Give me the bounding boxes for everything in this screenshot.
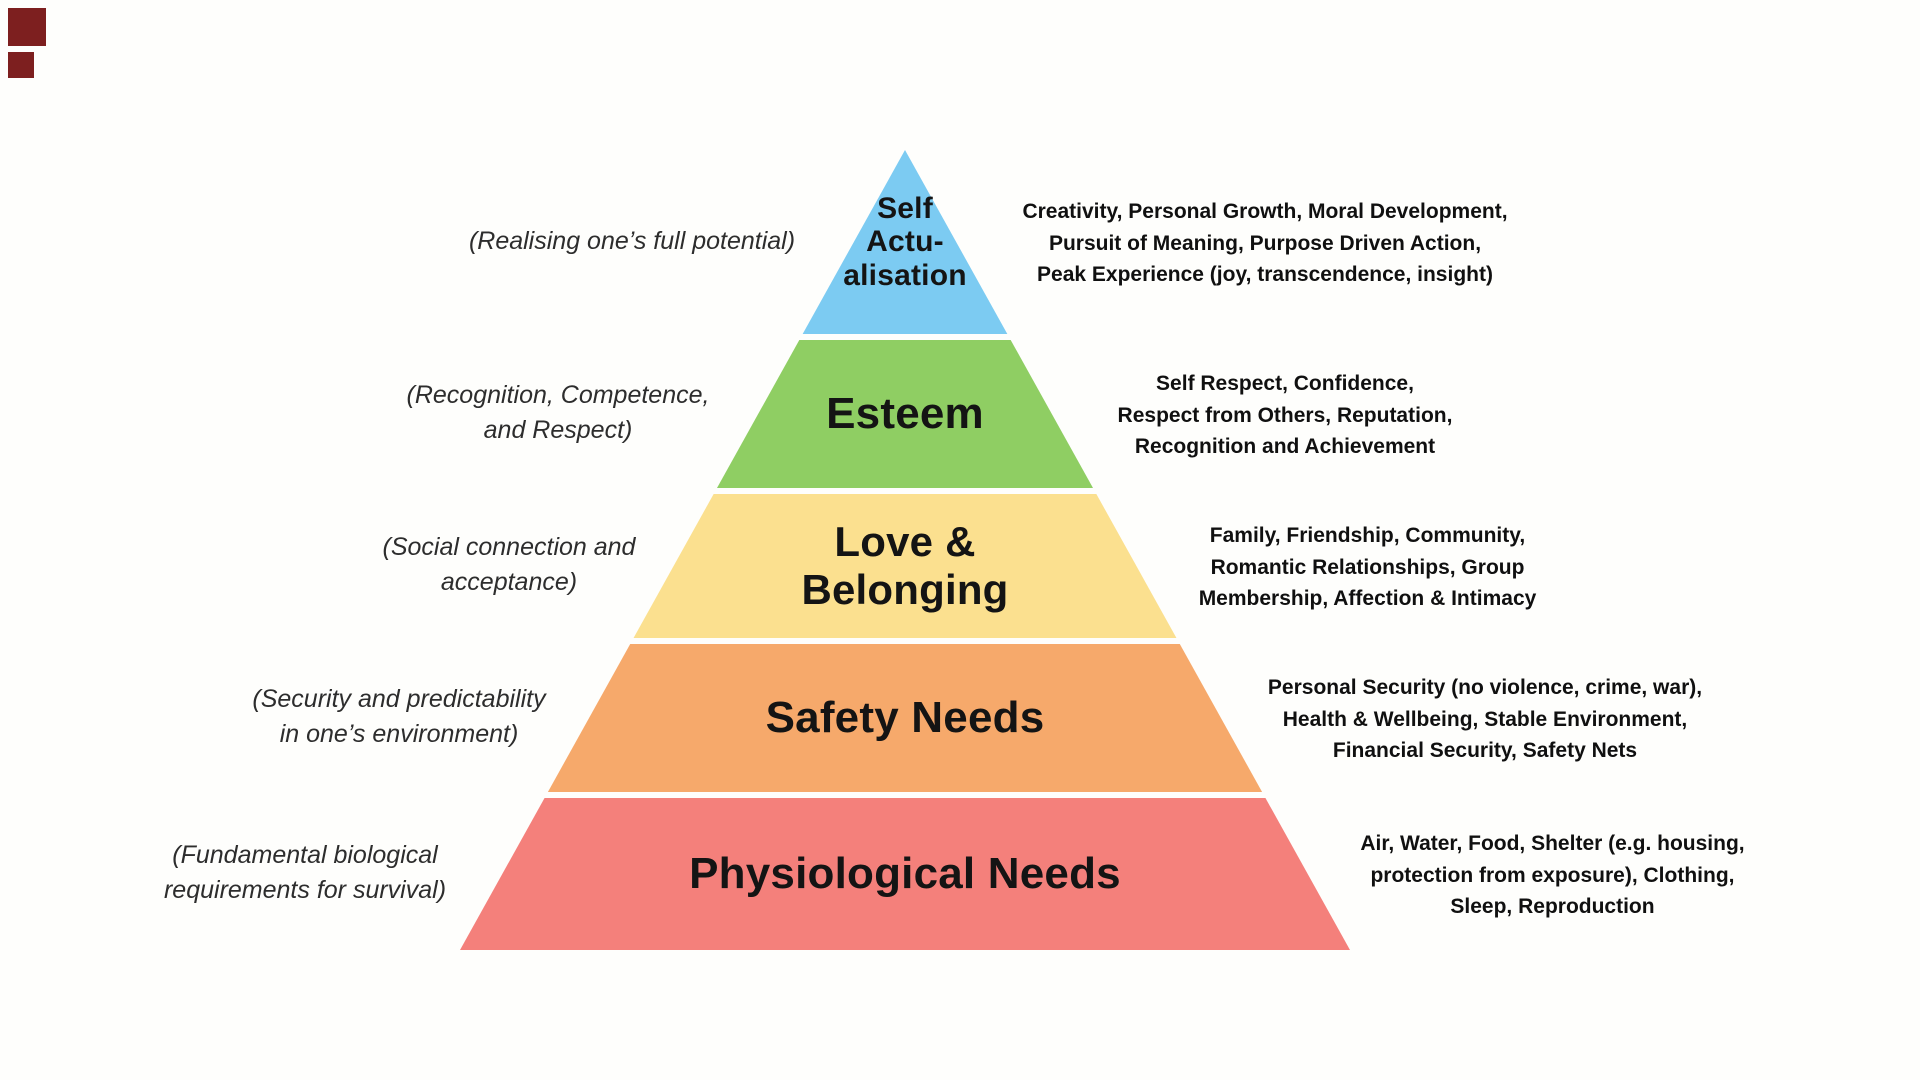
note-line: Membership, Affection & Intimacy [1198, 587, 1537, 610]
note-line: (Recognition, Competence, [406, 381, 710, 409]
right-note-safety-needs: Personal Security (no violence, crime, w… [1235, 672, 1735, 767]
level-title-physiological-needs: Physiological Needs [460, 798, 1350, 950]
left-note-safety-needs: (Security and predictability in one’s en… [199, 682, 599, 752]
note-line: Recognition and Achievement [1134, 435, 1436, 458]
note-line: Sleep, Reproduction [1450, 895, 1655, 918]
corner-marker-icon [8, 8, 46, 46]
level-title-love-and-belonging: Love & Belonging [460, 494, 1350, 638]
note-line: protection from exposure), Clothing, [1370, 863, 1735, 887]
right-note-physiological-needs: Air, Water, Food, Shelter (e.g. housing,… [1320, 828, 1785, 923]
note-line: Self Respect, Confidence, [1156, 372, 1414, 395]
title-line: Belonging [801, 566, 1009, 613]
note-line: Pursuit of Meaning, Purpose Driven Actio… [1048, 231, 1482, 255]
title-line: alisation [843, 258, 967, 292]
note-line: requirements for survival) [163, 876, 447, 904]
note-line: and Respect) [483, 416, 633, 444]
right-note-esteem: Self Respect, Confidence, Respect from O… [1085, 368, 1485, 463]
note-line: Creativity, Personal Growth, Moral Devel… [1022, 200, 1508, 223]
left-note-love-and-belonging: (Social connection and acceptance) [309, 530, 709, 600]
note-line: Peak Experience (joy, transcendence, ins… [1037, 263, 1493, 286]
note-line: Air, Water, Food, Shelter (e.g. housing, [1360, 832, 1745, 855]
note-line: Personal Security (no violence, crime, w… [1267, 676, 1703, 699]
right-note-love-and-belonging: Family, Friendship, Community, Romantic … [1160, 520, 1575, 615]
title-line: Esteem [826, 389, 984, 438]
note-line: Financial Security, Safety Nets [1332, 739, 1638, 762]
corner-marker-small-icon [8, 52, 34, 78]
note-line: acceptance) [440, 568, 578, 596]
left-note-self-actualisation: (Realising one’s full potential) [432, 224, 832, 259]
title-line: Safety Needs [765, 693, 1045, 742]
note-line: Romantic Relationships, Group [1210, 555, 1525, 579]
note-line: in one’s environment) [279, 720, 519, 748]
note-line: Health & Wellbeing, Stable Environment, [1282, 707, 1688, 731]
title-line: Physiological Needs [689, 849, 1121, 898]
title-line: Self [877, 191, 933, 225]
note-line: Respect from Others, Reputation, [1117, 403, 1453, 427]
note-line: (Realising one’s full potential) [468, 227, 796, 255]
note-line: (Fundamental biological [172, 841, 438, 869]
level-title-self-actualisation: Self Actu- alisation [460, 150, 1350, 334]
note-line: (Social connection and [382, 533, 636, 561]
level-title-safety-needs: Safety Needs [460, 644, 1350, 792]
left-note-physiological-needs: (Fundamental biological requirements for… [105, 838, 505, 908]
note-line: (Security and predictability [252, 685, 546, 713]
title-line: Actu- [866, 225, 944, 259]
left-note-esteem: (Recognition, Competence, and Respect) [358, 378, 758, 448]
note-line: Family, Friendship, Community, [1209, 524, 1526, 547]
title-line: Love & [834, 517, 976, 565]
right-note-self-actualisation: Creativity, Personal Growth, Moral Devel… [985, 196, 1545, 291]
pyramid-level-physiological-needs [460, 798, 1350, 950]
level-title-esteem: Esteem [460, 340, 1350, 488]
